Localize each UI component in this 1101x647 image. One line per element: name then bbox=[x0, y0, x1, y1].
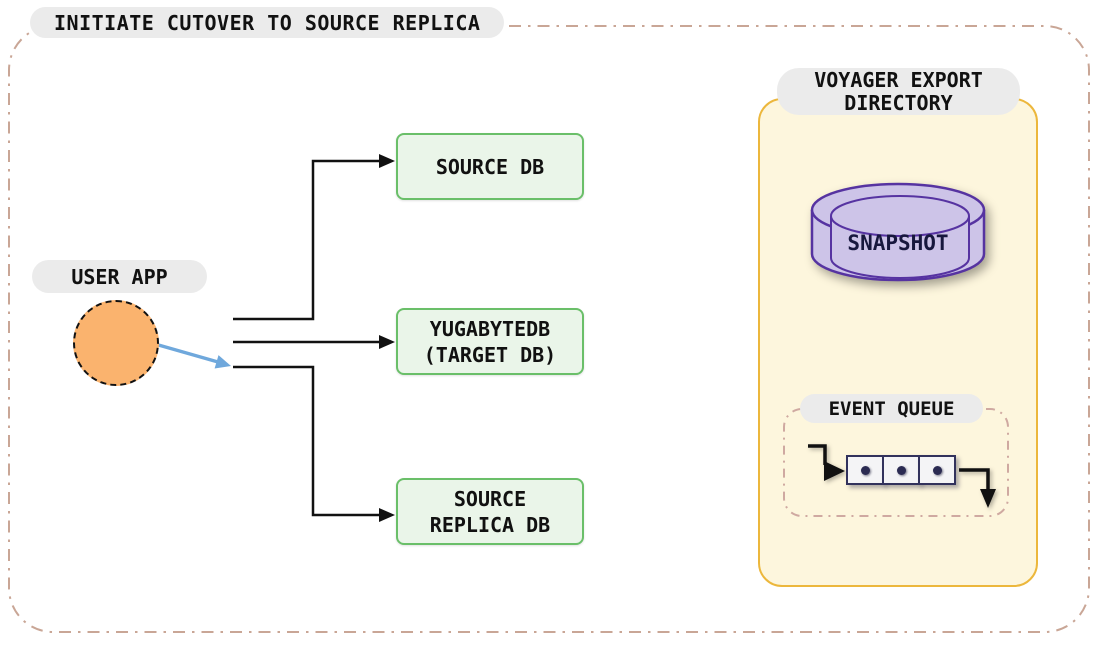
event-queue-cell bbox=[846, 455, 884, 485]
connector-to-source-db bbox=[233, 159, 379, 321]
event-queue-cells bbox=[846, 455, 956, 485]
cutover-arrow bbox=[154, 342, 219, 364]
user-app-label: USER APP bbox=[32, 260, 207, 293]
queue-item-dot-icon bbox=[860, 465, 870, 475]
cutover-arrowhead-icon bbox=[214, 355, 231, 369]
voyager-export-label: VOYAGER EXPORT DIRECTORY bbox=[777, 68, 1020, 115]
arrowhead-to-source-db-icon bbox=[379, 154, 395, 168]
db-box-target: YUGABYTEDB (TARGET DB) bbox=[396, 308, 584, 375]
arrowhead-to-source-replica-db-icon bbox=[379, 508, 395, 522]
user-app-circle bbox=[73, 300, 159, 386]
event-queue-label: EVENT QUEUE bbox=[800, 394, 983, 423]
queue-item-dot-icon bbox=[896, 465, 906, 475]
event-queue-cell bbox=[918, 455, 956, 485]
snapshot-label: SNAPSHOT bbox=[847, 231, 949, 255]
connector-to-source-replica-db bbox=[233, 365, 379, 517]
db-box-source-replica: SOURCE REPLICA DB bbox=[396, 478, 584, 545]
voyager-export-panel bbox=[758, 98, 1038, 587]
db-box-source: SOURCE DB bbox=[396, 133, 584, 200]
queue-item-dot-icon bbox=[932, 465, 942, 475]
diagram-title: INITIATE CUTOVER TO SOURCE REPLICA bbox=[30, 7, 505, 38]
event-queue-cell bbox=[882, 455, 920, 485]
arrowhead-to-target-db-icon bbox=[379, 335, 395, 349]
